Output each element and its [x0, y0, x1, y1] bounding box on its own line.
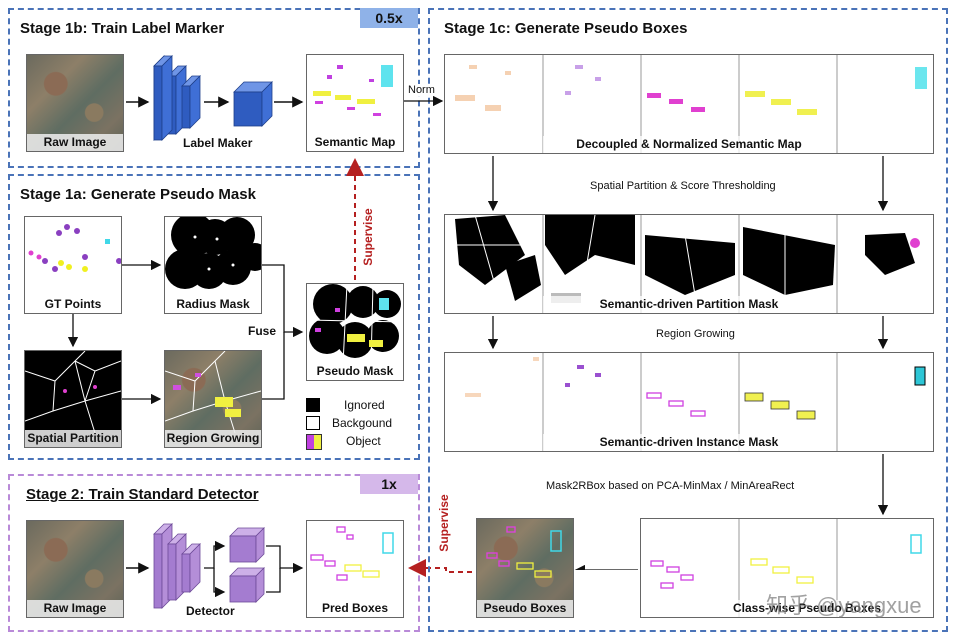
instance-mask-caption: Semantic-driven Instance Mask [543, 434, 835, 451]
classwise-boxes-caption: Class-wise Pseudo Boxes [701, 600, 913, 617]
decoupled-map-row: Decoupled & Normalized Semantic Map [444, 54, 934, 154]
decoupled-map-art [455, 55, 927, 153]
stage-1a-arrows [67, 158, 364, 405]
step-region-label: Region Growing [656, 328, 735, 340]
semantic-map-caption: Semantic Map [307, 134, 403, 151]
pseudo-boxes-caption: Pseudo Boxes [477, 600, 573, 617]
semantic-map-tile: Semantic Map [306, 54, 404, 152]
fuse-label: Fuse [248, 324, 277, 338]
label-maker-caption: Label Maker [183, 136, 253, 150]
stage-1c-arrows [487, 156, 889, 570]
raw-image-1b: Raw Image [26, 54, 124, 152]
detector-caption: Detector [186, 604, 235, 618]
partition-mask-row: Semantic-driven Partition Mask [444, 214, 934, 314]
instance-mask-row: Semantic-driven Instance Mask [444, 352, 934, 452]
pseudo-boxes-art [486, 526, 562, 578]
raw-image-caption: Raw Image [27, 134, 123, 151]
legend-object: Object [346, 434, 381, 448]
pred-boxes-tile: Pred Boxes [306, 520, 404, 618]
raw-image-2: Raw Image [26, 520, 124, 618]
radius-mask-art [165, 217, 261, 289]
spatial-partition-art [25, 351, 121, 433]
norm-arrow [404, 96, 444, 106]
detector-network [126, 523, 304, 609]
norm-label: Norm [408, 84, 435, 96]
stage-2-box [8, 474, 420, 632]
region-growing-art [165, 351, 261, 433]
gt-points-caption: GT Points [25, 296, 121, 313]
step-mask2rbox-label: Mask2RBox based on PCA-MinMax / MinAreaR… [546, 480, 795, 492]
classwise-boxes-row: Class-wise Pseudo Boxes [640, 518, 934, 618]
radius-mask-caption: Radius Mask [165, 296, 261, 313]
region-growing-tile: Region Growing [164, 350, 262, 448]
label-maker-network [126, 55, 304, 141]
watermark: 知乎 @yangxue [766, 593, 922, 618]
region-growing-caption: Region Growing [165, 430, 261, 447]
pseudo-mask-caption: Pseudo Mask [307, 363, 403, 380]
stage-1a-box [8, 174, 420, 460]
legend-ignored-swatch [306, 398, 320, 412]
partition-mask-art [455, 215, 920, 313]
gt-points-art [28, 224, 121, 272]
instance-mask-art [465, 353, 926, 451]
stage-1b-scale: 0.5x [360, 8, 418, 28]
supervise-label-top: Supervise [361, 208, 375, 266]
spatial-partition-tile: Spatial Partition [24, 350, 122, 448]
stage-1c-box [428, 8, 948, 632]
pseudo-mask-art [307, 284, 403, 364]
stage-1b-title: Stage 1b: Train Label Marker [20, 20, 225, 37]
step-partition-label: Spatial Partition & Score Thresholding [590, 180, 776, 192]
pseudo-mask-tile: Pseudo Mask [306, 283, 404, 381]
decoupled-map-caption: Decoupled & Normalized Semantic Map [543, 136, 835, 153]
stage-1a-title: Stage 1a: Generate Pseudo Mask [20, 186, 256, 203]
legend-ignored: Ignored [344, 398, 385, 412]
legend-background: Backgound [332, 416, 393, 430]
pseudo-boxes-tile: Pseudo Boxes [476, 518, 574, 618]
stage-1c-title: Stage 1c: Generate Pseudo Boxes [444, 20, 688, 37]
partition-mask-caption: Semantic-driven Partition Mask [543, 296, 835, 313]
pred-boxes-art [310, 526, 394, 581]
stage-2-scale: 1x [360, 474, 418, 494]
radius-mask-tile: Radius Mask [164, 216, 262, 314]
stage-2-title: Stage 2: Train Standard Detector [26, 486, 259, 503]
legend-background-swatch [306, 416, 320, 430]
legend-object-swatch [306, 434, 322, 450]
gt-points-tile: GT Points [24, 216, 122, 314]
raw-image-2-caption: Raw Image [27, 600, 123, 617]
semantic-map-art [313, 65, 393, 116]
spatial-partition-caption: Spatial Partition [25, 430, 121, 447]
pred-boxes-caption: Pred Boxes [307, 600, 403, 617]
